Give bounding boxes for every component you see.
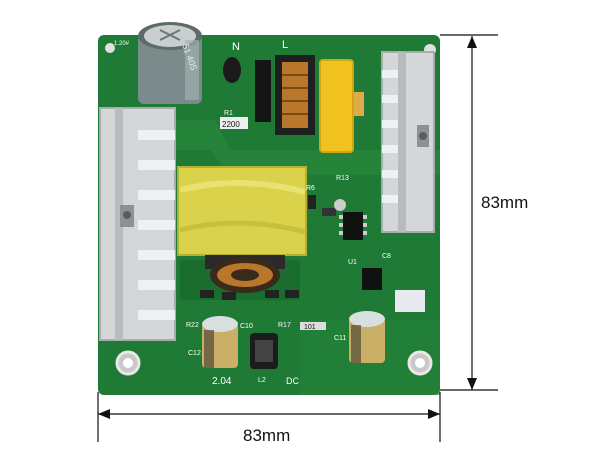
thermistor (223, 57, 241, 83)
ref-r22-label: R22 (186, 322, 199, 329)
common-mode-choke (275, 55, 315, 135)
output-capacitor-right (349, 311, 385, 363)
terminal-l-label: L (282, 39, 288, 51)
ref-r13-label: R13 (336, 175, 349, 182)
ref-u1-label: U1 (348, 259, 357, 266)
board-code-label: 1.20# (114, 41, 130, 47)
arrow-right-icon (428, 409, 440, 419)
bridge-rectifier (255, 60, 271, 122)
dimension-lines (97, 34, 498, 442)
resistor-r1 (220, 117, 248, 129)
ref-101-label: 101 (304, 324, 316, 331)
ref-l2-label: L2 (258, 377, 266, 384)
ref-dc-label: DC (286, 376, 299, 386)
ref-c11-label: C11 (334, 335, 346, 342)
fuse (354, 92, 364, 116)
ref-r1-label: R1 (224, 110, 233, 117)
x-capacitor (319, 59, 354, 153)
ref-c8-label: C8 (382, 253, 391, 260)
output-inductor (250, 333, 278, 369)
output-capacitor-left (202, 316, 238, 368)
ref-c12-label: C12 (188, 350, 201, 357)
height-dimension-label: 83mm (481, 193, 529, 212)
large-capacitor (138, 22, 202, 104)
optocoupler (362, 268, 382, 290)
control-ic (339, 212, 367, 240)
toroid-inductor (210, 257, 280, 293)
width-dimension-label: 83mm (243, 426, 291, 445)
ref-r6-label: R6 (306, 185, 315, 192)
arrow-down-icon (467, 378, 477, 390)
version-label: 2.04 (212, 376, 232, 387)
arrow-up-icon (467, 36, 477, 48)
silkscreen-text: N L 2200 R1 C10 C11 C12 R17 R22 R13 R6 L… (114, 39, 391, 387)
ref-c10-label: C10 (240, 323, 253, 330)
arrow-left-icon (98, 409, 110, 419)
terminal-n-label: N (232, 41, 240, 53)
ref-r17-label: R17 (278, 322, 291, 329)
left-heatsink (99, 107, 176, 341)
resistor-value-label: 2200 (222, 120, 240, 129)
smd-parts (200, 195, 425, 330)
main-transformer (177, 166, 307, 269)
right-heatsink (381, 51, 435, 233)
